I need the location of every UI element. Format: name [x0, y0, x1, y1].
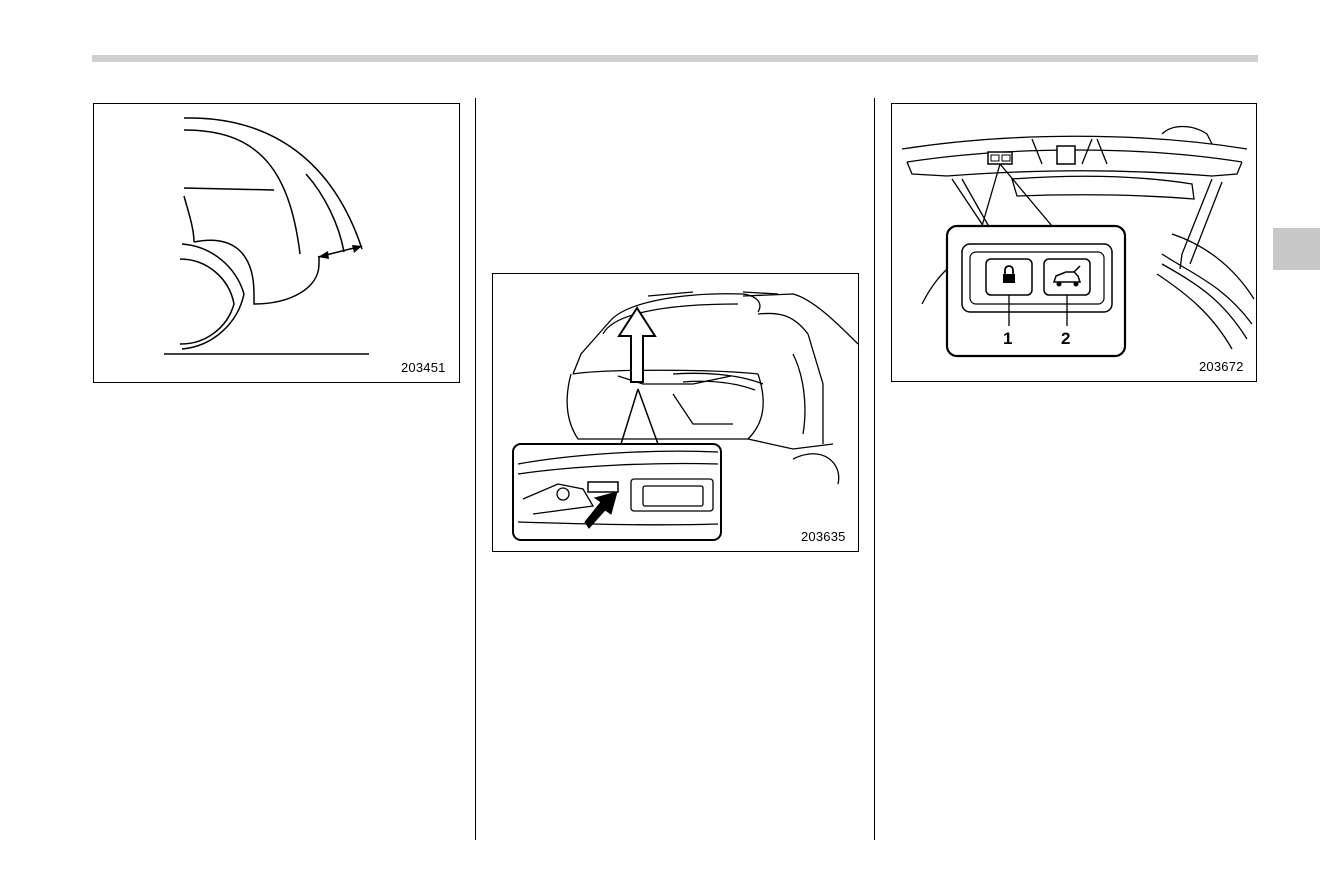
figure-id: 203672 — [1199, 359, 1244, 374]
rear-gate-button-illustration — [1044, 259, 1090, 295]
switches-illustration: 1 2 — [892, 104, 1257, 382]
arrow-icon — [352, 245, 362, 253]
clearance-illustration — [94, 104, 460, 383]
figure-rear-gate-clearance: 203451 — [93, 103, 460, 383]
figure-rear-gate-opening: 203635 — [492, 273, 859, 552]
callout-label-1: 1 — [1003, 329, 1012, 348]
rear-gate-icon — [1057, 146, 1075, 164]
column-divider-left — [475, 98, 476, 840]
section-thumb-tab — [1273, 228, 1320, 270]
rear-gate-switch-icon — [988, 152, 1012, 164]
figure-id: 203635 — [801, 529, 846, 544]
gate-opening-illustration — [493, 274, 859, 552]
rear-gate-switch-icon — [588, 482, 618, 492]
callout-label-2: 2 — [1061, 329, 1070, 348]
figure-rear-gate-switches: 1 2 203672 — [891, 103, 1257, 382]
header-rule — [92, 55, 1258, 62]
figure-id: 203451 — [401, 360, 446, 375]
column-divider-right — [874, 98, 875, 840]
